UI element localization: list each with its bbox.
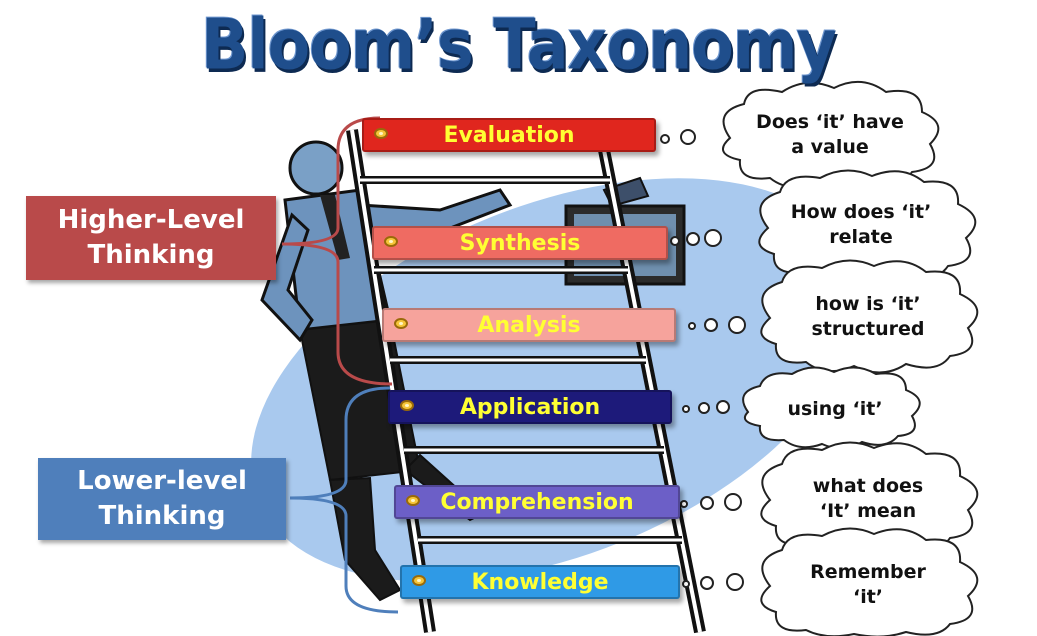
bullet-icon xyxy=(394,318,408,329)
cloud-text-comprehension: what does ‘It’ mean xyxy=(812,475,924,522)
higher-level-thinking-box: Higher-Level Thinking xyxy=(26,196,276,280)
thought-bubble-dot xyxy=(716,400,730,414)
thought-bubble-dot xyxy=(686,232,700,246)
higher-bracket xyxy=(281,116,393,386)
level-label: Evaluation xyxy=(443,122,575,148)
bullet-icon xyxy=(374,128,388,139)
lower-level-thinking-label: Lower-level Thinking xyxy=(77,465,247,531)
level-bar-synthesis: Synthesis xyxy=(372,226,668,260)
thought-bubble-dot xyxy=(688,322,696,330)
lower-level-thinking-box: Lower-level Thinking xyxy=(38,458,286,540)
level-bar-knowledge: Knowledge xyxy=(400,565,680,599)
bullet-icon xyxy=(412,575,426,586)
level-label: Knowledge xyxy=(471,569,609,595)
level-bar-analysis: Analysis xyxy=(382,308,676,342)
thought-bubble-dot xyxy=(680,129,696,145)
level-label: Comprehension xyxy=(440,489,634,515)
thought-bubble-dot xyxy=(660,134,670,144)
cloud-text-evaluation: Does ‘it’ have a value xyxy=(756,111,904,158)
lower-bracket xyxy=(289,386,399,614)
thought-bubble-dot xyxy=(698,402,710,414)
bullet-icon xyxy=(384,236,398,247)
cloud-text-knowledge: Remember ‘it’ xyxy=(810,561,926,608)
thought-bubble-dot xyxy=(682,405,690,413)
page-title: Bloom’s Taxonomy xyxy=(201,3,837,86)
thought-bubble-dot xyxy=(704,229,722,247)
cloud-text-analysis: how is ‘it’ structured xyxy=(811,293,925,340)
bullet-icon xyxy=(400,400,414,411)
thought-bubble-dot xyxy=(670,236,680,246)
thought-bubble-dot xyxy=(700,496,714,510)
thought-bubble-dot xyxy=(680,500,688,508)
thought-bubble-dot xyxy=(700,576,714,590)
higher-level-thinking-label: Higher-Level Thinking xyxy=(57,204,245,270)
level-label: Application xyxy=(459,394,601,420)
thought-clouds xyxy=(721,81,979,636)
level-bar-evaluation: Evaluation xyxy=(362,118,656,152)
thought-bubble-dot xyxy=(728,316,746,334)
thought-bubble-dot xyxy=(726,573,744,591)
cloud-text-application: using ‘it’ xyxy=(787,398,883,420)
level-bar-application: Application xyxy=(388,390,672,424)
thought-bubble-dot xyxy=(724,493,742,511)
bullet-icon xyxy=(406,495,420,506)
level-bar-comprehension: Comprehension xyxy=(394,485,680,519)
level-label: Synthesis xyxy=(459,230,581,256)
level-label: Analysis xyxy=(477,312,581,338)
climbing-figure-icon xyxy=(260,140,513,602)
thought-bubble-dot xyxy=(682,580,690,588)
cloud-text-synthesis: How does ‘it’ relate xyxy=(790,201,932,248)
thought-bubble-dot xyxy=(704,318,718,332)
